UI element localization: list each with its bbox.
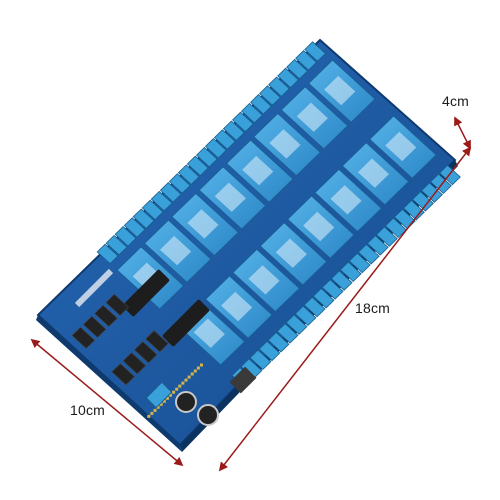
ic-chip-2 — [162, 299, 210, 347]
screw-terminal — [195, 146, 218, 168]
header-pin — [184, 378, 188, 382]
header-pin — [150, 411, 154, 415]
relay-label — [296, 102, 328, 132]
length-arrow — [218, 146, 472, 472]
screw-terminal — [277, 67, 299, 89]
screw-terminal — [304, 41, 326, 62]
screw-terminal — [213, 129, 236, 150]
header-pin — [200, 363, 203, 367]
screw-terminal — [150, 190, 173, 212]
width-arrow — [30, 338, 184, 467]
screw-terminal — [177, 164, 200, 185]
screw-terminal — [222, 120, 245, 141]
silkscreen-label — [74, 268, 114, 308]
logic-section — [71, 268, 257, 426]
width-label: 10cm — [70, 402, 106, 418]
optocoupler — [105, 293, 129, 316]
screw-terminal — [250, 94, 272, 115]
optocoupler — [82, 315, 107, 338]
header-pin — [147, 414, 151, 418]
screw-terminal — [259, 85, 281, 106]
relay-label — [160, 235, 192, 266]
header-pin — [187, 375, 191, 379]
capacitor-2 — [197, 404, 219, 426]
header-pin — [196, 366, 200, 370]
header-pin — [178, 384, 182, 388]
screw-terminal — [186, 155, 209, 177]
header-pin — [181, 381, 185, 385]
screw-terminal — [168, 173, 191, 194]
length-label: 18cm — [355, 300, 391, 316]
header-pin — [172, 390, 176, 394]
screw-terminal — [268, 76, 290, 97]
screw-terminal — [114, 226, 137, 247]
screw-terminal — [132, 208, 155, 229]
relay-label — [187, 209, 219, 239]
screw-terminal — [159, 182, 182, 203]
dimension-annotations — [30, 116, 472, 472]
screw-terminal — [141, 199, 164, 221]
header-pin — [190, 372, 194, 376]
capacitor-1 — [175, 391, 197, 413]
height-label: 4cm — [442, 93, 470, 109]
relay-label — [324, 75, 356, 106]
screw-terminal — [232, 111, 254, 133]
screw-terminal — [241, 102, 263, 124]
screw-terminal — [105, 234, 128, 256]
screw-terminal — [286, 58, 308, 80]
ic-chip-1 — [122, 269, 170, 317]
relay-label — [193, 318, 225, 348]
relay-board — [36, 38, 461, 452]
height-arrow — [454, 116, 471, 150]
header-pin — [153, 408, 157, 412]
optocoupler — [94, 304, 118, 327]
header-pin — [175, 387, 179, 391]
header-pin — [193, 369, 197, 373]
screw-terminal — [123, 217, 146, 238]
screw-terminal — [295, 50, 317, 71]
screw-terminal — [96, 243, 119, 265]
